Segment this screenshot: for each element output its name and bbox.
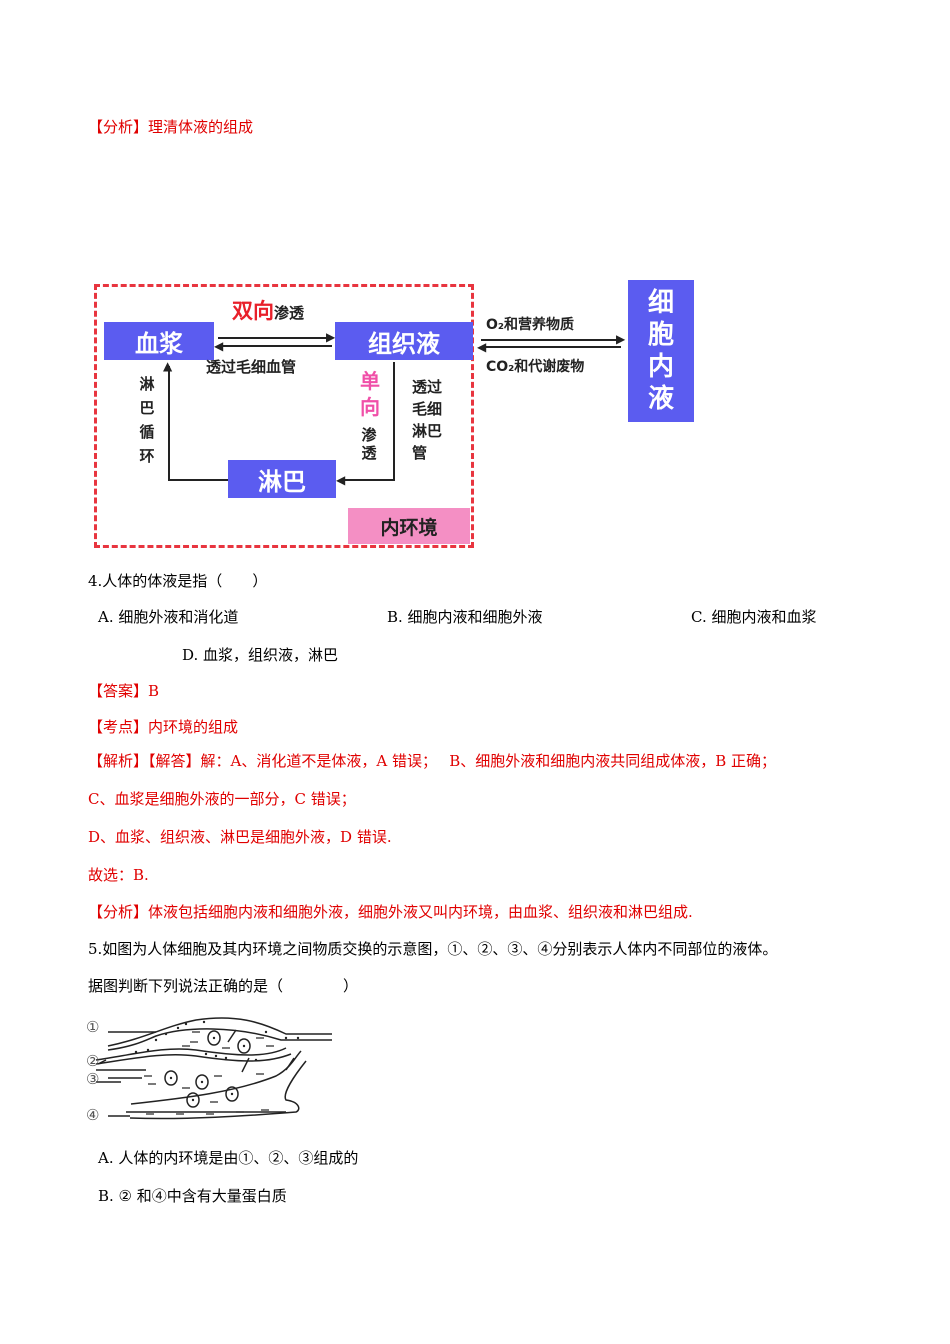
- arrowhead-right-icon: ▶: [326, 330, 336, 344]
- analysis-text: 体液包括细胞内液和细胞外液，细胞外液又叫内环境，由血浆、组织液和淋巴组成.: [148, 903, 693, 921]
- line-to-lymph: [342, 479, 395, 481]
- lymph-capillary-label: 透过毛细淋巴管: [412, 378, 443, 462]
- line-lymph-up: [168, 366, 170, 481]
- lymph-circulation-label: 淋巴循环: [139, 375, 155, 465]
- o2-nutrients-label: O₂和营养物质: [486, 317, 575, 333]
- figure-label-4: ④: [86, 1106, 100, 1124]
- plasma-box: 血浆: [104, 322, 214, 360]
- analysis-label: 【分析】: [88, 903, 149, 921]
- q4-option-d: D. 血浆，组织液，淋巴: [182, 646, 339, 664]
- internal-environment-dashed-border: [94, 284, 474, 548]
- q4-option-b: B. 细胞内液和细胞外液: [387, 608, 543, 626]
- figure-label-3: ③: [86, 1070, 100, 1088]
- analysis-text: 理清体液的组成: [148, 118, 254, 136]
- tissue-exchange-figure: ① ② ③ ④: [86, 1016, 336, 1126]
- arrowhead-left-icon: ◀: [214, 339, 224, 353]
- bidirectional-label: 双向渗透: [232, 299, 305, 323]
- bidirectional-red: 双向: [232, 299, 274, 323]
- answer-label: 【答案】: [88, 682, 149, 700]
- q4-explain-line1: 【解析】【解答】解：A、消化道不是体液，A 错误； B、细胞外液和细胞内液共同组…: [88, 751, 776, 771]
- arrowhead-right-icon: ▶: [616, 332, 626, 346]
- q4-explain-line3: D、血浆、组织液、淋巴是细胞外液，D 错误.: [88, 828, 392, 846]
- co2-waste-label: CO₂和代谢废物: [486, 359, 585, 375]
- q5-stem-line1: 5.如图为人体细胞及其内环境之间物质交换的示意图，①、②、③、④分别表示人体内不…: [88, 940, 778, 958]
- arrowhead-left-icon: ◀: [477, 340, 487, 354]
- analysis-line-top: 【分析】理清体液的组成: [88, 117, 253, 137]
- explain-text-1: 解：A、消化道不是体液，A 错误； B、细胞外液和细胞内液共同组成体液，B 正确…: [200, 752, 777, 770]
- explain-label: 【解析】【解答】: [88, 752, 201, 770]
- q5-option-b: B. ② 和④中含有大量蛋白质: [98, 1187, 287, 1205]
- point-value: 内环境的组成: [148, 718, 239, 736]
- q5-stem-line2: 据图判断下列说法正确的是（ ）: [88, 977, 359, 995]
- q4-option-a: A. 细胞外液和消化道: [98, 608, 239, 626]
- bidirectional-rest: 渗透: [274, 304, 305, 322]
- q4-answer-line: 【答案】B: [88, 681, 159, 701]
- q4-option-c: C. 细胞内液和血浆: [691, 608, 817, 626]
- tissue-sketch-icon: [95, 1017, 332, 1120]
- figure-label-1: ①: [86, 1018, 100, 1036]
- line-lymph-left: [168, 479, 228, 481]
- q5-option-a: A. 人体的内环境是由①、②、③组成的: [98, 1149, 359, 1167]
- arrow-plasma-to-tissue: [218, 337, 332, 339]
- unidirectional-pink-label: 单向: [360, 369, 380, 419]
- arrowhead-left-icon: ◀: [336, 473, 346, 487]
- q4-analysis-line: 【分析】体液包括细胞内液和细胞外液，细胞外液又叫内环境，由血浆、组织液和淋巴组成…: [88, 902, 693, 922]
- line-tissue-down: [393, 362, 395, 480]
- arrowhead-up-icon: ▲: [163, 359, 173, 373]
- q4-point-line: 【考点】内环境的组成: [88, 717, 238, 737]
- answer-value: B: [148, 682, 160, 700]
- figure-label-2: ②: [86, 1052, 100, 1070]
- unidirectional-rest-label: 渗透: [361, 426, 377, 462]
- q4-stem: 4.人体的体液是指（ ）: [88, 572, 268, 590]
- arrow-to-cell: [481, 339, 621, 341]
- intracellular-fluid-box: 细胞内液: [628, 280, 694, 422]
- arrow-from-cell: [481, 346, 621, 348]
- body-fluid-diagram: 血浆 组织液 淋巴 细胞内液 内环境 双向渗透 ▶ ◀ 透过毛细血管 单向 渗透…: [88, 276, 698, 550]
- tissue-fluid-box: 组织液: [335, 322, 473, 360]
- point-label: 【考点】: [88, 718, 149, 736]
- internal-environment-box: 内环境: [348, 508, 470, 544]
- analysis-label: 【分析】: [88, 118, 149, 136]
- lymph-box: 淋巴: [228, 460, 336, 498]
- q4-explain-line2: C、血浆是细胞外液的一部分，C 错误；: [88, 790, 356, 808]
- arrow-tissue-to-plasma: [218, 345, 332, 347]
- q4-explain-line4: 故选：B.: [88, 866, 149, 884]
- capillary-label: 透过毛细血管: [206, 358, 297, 376]
